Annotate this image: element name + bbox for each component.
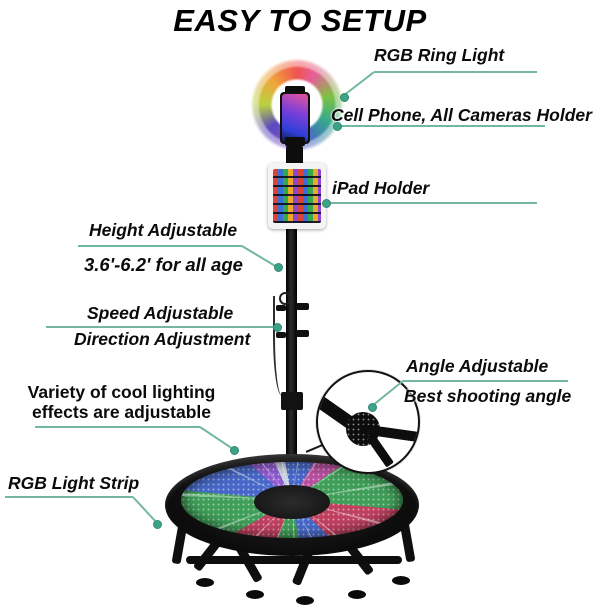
callout-line: [46, 326, 276, 328]
callout-line: [374, 71, 537, 73]
callout-line: [403, 380, 568, 382]
callout-dot: [333, 122, 342, 131]
label-rgb-ring-light: RGB Ring Light: [374, 45, 505, 65]
callout-line: [326, 202, 537, 204]
callout-line: [336, 125, 545, 127]
label-best-shooting-angle: Best shooting angle: [404, 386, 572, 406]
callout-line: [78, 245, 242, 247]
adjust-knob: [296, 330, 309, 337]
adjust-knob: [276, 305, 286, 311]
callout-dot: [368, 403, 377, 412]
callout-dot: [273, 323, 282, 332]
adjust-knob: [296, 303, 309, 310]
label-phone-holder: Cell Phone, All Cameras Holder: [331, 105, 592, 125]
callout-line: [241, 245, 278, 268]
callout-dot: [340, 93, 349, 102]
inset-bracket: [367, 434, 394, 468]
callout-dot: [153, 520, 162, 529]
label-lighting-line2: effects are adjustable: [32, 402, 211, 422]
infinity-mirror-leds: [181, 462, 403, 538]
power-cable: [273, 296, 288, 396]
pole-clamp: [281, 392, 303, 410]
angle-detail-inset: [316, 370, 420, 474]
callout-dot: [230, 446, 239, 455]
label-ipad-holder: iPad Holder: [332, 178, 430, 198]
cell-phone: [280, 92, 310, 144]
label-direction-adjustment: Direction Adjustment: [74, 329, 251, 349]
callout-line: [199, 426, 234, 451]
phone-clamp-icon: [285, 86, 305, 95]
callout-line: [5, 496, 133, 498]
callout-line: [35, 426, 200, 428]
callout-dot: [274, 263, 283, 272]
label-height-adjustable: Height Adjustable: [89, 220, 238, 240]
label-height-range: 3.6'-6.2' for all age: [84, 254, 243, 275]
label-lighting-line1: Variety of cool lighting: [27, 382, 216, 402]
phone-clamp-icon: [285, 137, 305, 146]
platform-center-disc: [254, 485, 330, 519]
ipad-screen: [273, 169, 321, 223]
stand-pole: [286, 140, 297, 462]
ipad: [268, 163, 326, 229]
phone-screen: [282, 94, 308, 142]
callout-dot: [322, 199, 331, 208]
label-rgb-light-strip: RGB Light Strip: [8, 473, 140, 493]
adjust-knob: [276, 332, 286, 338]
label-angle-adjustable: Angle Adjustable: [406, 356, 549, 376]
label-speed-adjustable: Speed Adjustable: [87, 303, 234, 323]
page-title: EASY TO SETUP: [173, 3, 427, 38]
label-lighting-effects: Variety of cool lighting effects are adj…: [14, 382, 229, 422]
